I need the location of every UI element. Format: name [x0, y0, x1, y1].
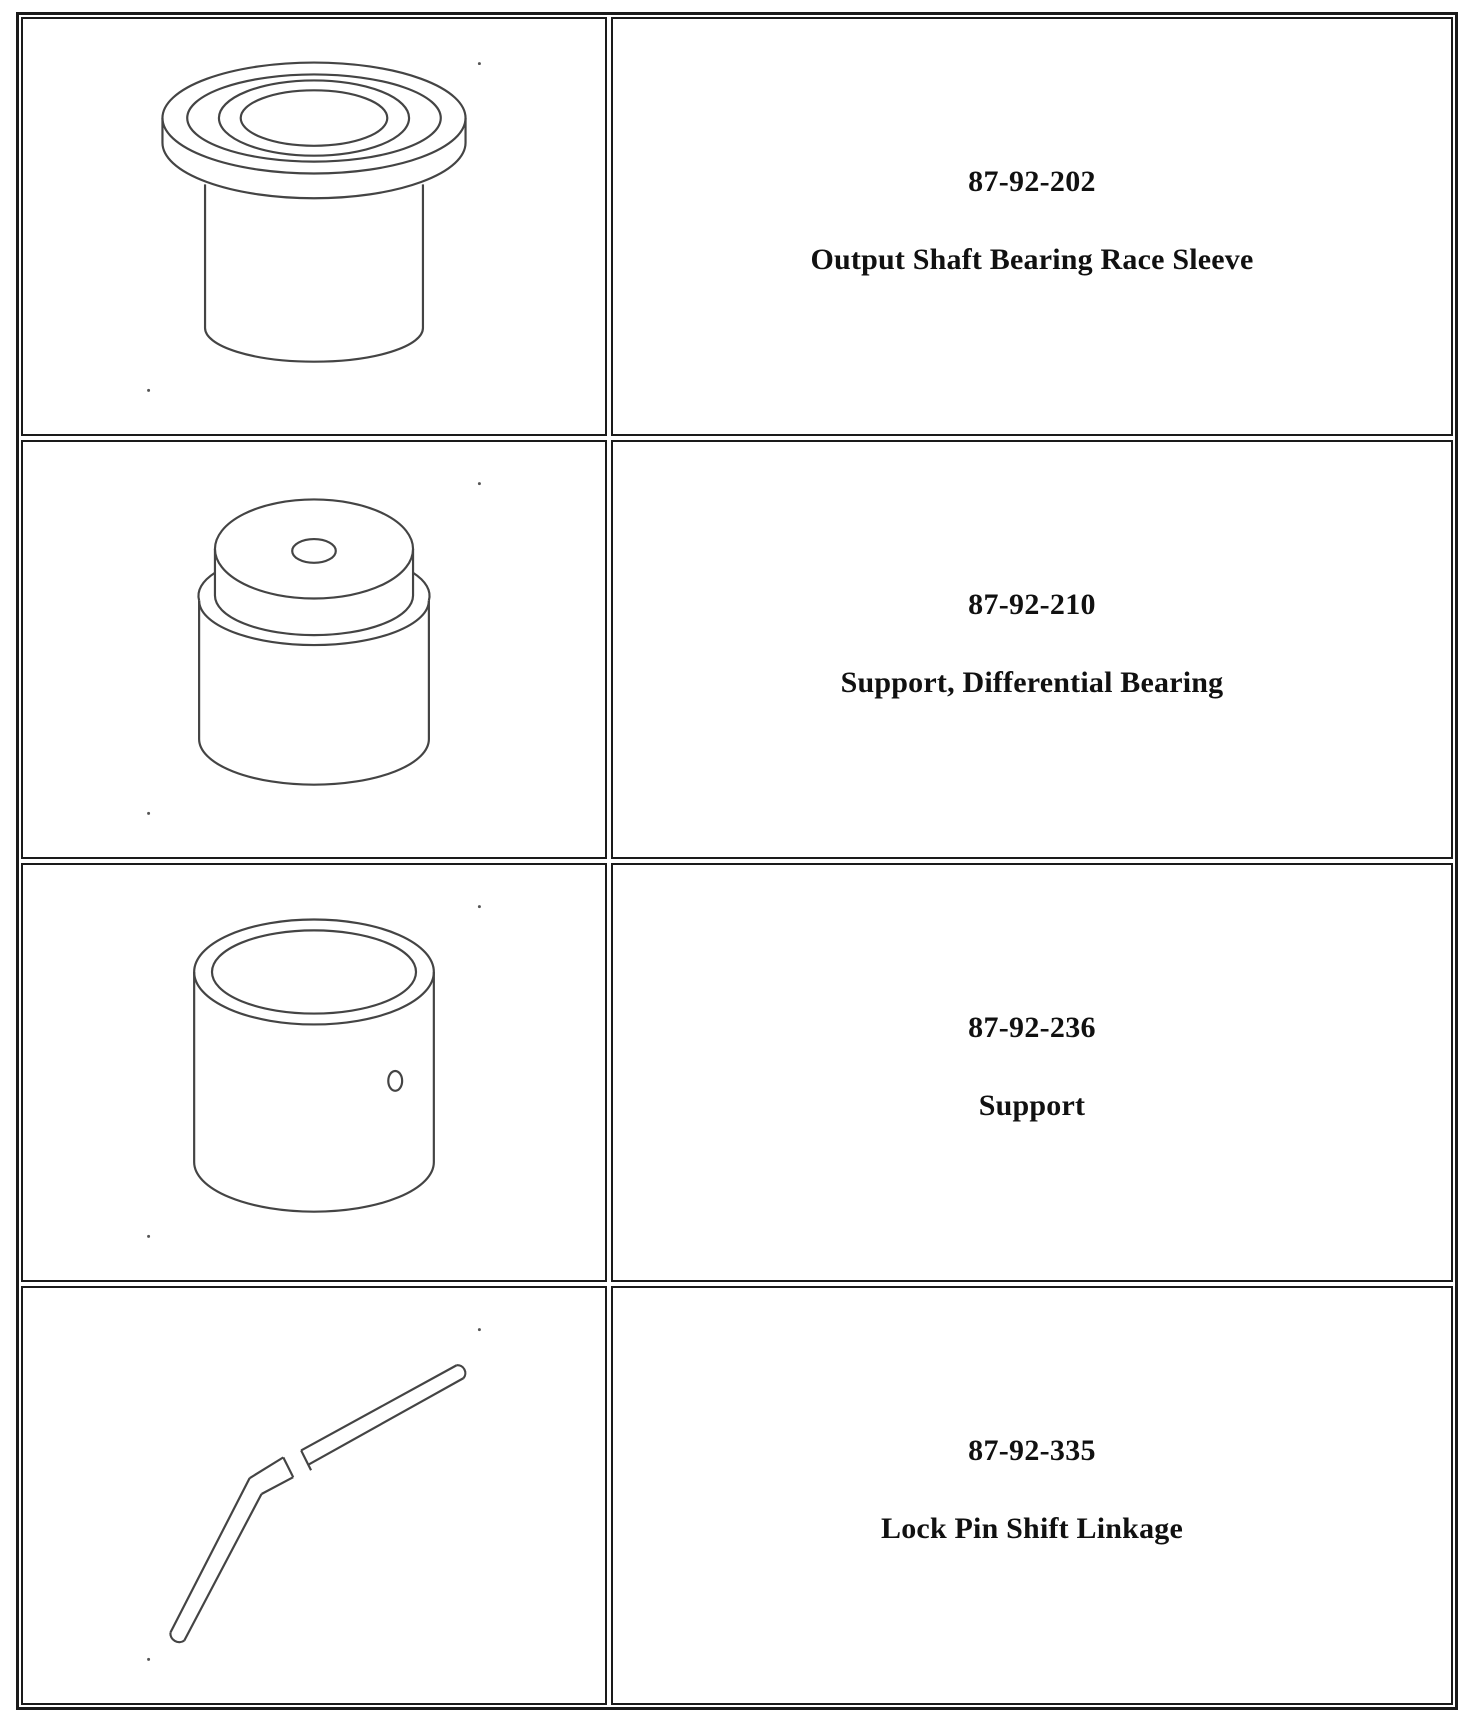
- table-row: 87-92-335 Lock Pin Shift Linkage: [21, 1286, 1453, 1705]
- tool-text-cell: 87-92-236 Support: [611, 863, 1453, 1282]
- tool-text-cell: 87-92-210 Support, Differential Bearing: [611, 440, 1453, 859]
- stepped-cylinder-icon: [147, 482, 481, 815]
- tool-number: 87-92-210: [968, 587, 1096, 621]
- tool-description: Support: [978, 1088, 1086, 1122]
- tool-number: 87-92-236: [968, 1010, 1096, 1044]
- tool-text-cell: 87-92-335 Lock Pin Shift Linkage: [611, 1286, 1453, 1705]
- tool-description: Lock Pin Shift Linkage: [881, 1511, 1183, 1545]
- special-tools-table: 87-92-202 Output Shaft Bearing Race Slee…: [16, 12, 1458, 1710]
- cup-cylinder-icon: [147, 905, 481, 1238]
- tool-text-cell: 87-92-202 Output Shaft Bearing Race Slee…: [611, 17, 1453, 436]
- table-row: 87-92-236 Support: [21, 863, 1453, 1282]
- bent-pin-icon: [147, 1328, 481, 1661]
- flanged-sleeve-icon: [147, 61, 481, 392]
- tool-image-cell: [21, 17, 607, 436]
- table-row: 87-92-202 Output Shaft Bearing Race Slee…: [21, 17, 1453, 436]
- tool-number: 87-92-202: [968, 164, 1096, 198]
- tool-number: 87-92-335: [968, 1433, 1096, 1467]
- tool-description: Support, Differential Bearing: [840, 665, 1224, 699]
- tool-image-cell: [21, 863, 607, 1282]
- tool-description: Output Shaft Bearing Race Sleeve: [810, 242, 1254, 276]
- table-row: 87-92-210 Support, Differential Bearing: [21, 440, 1453, 859]
- tool-image-cell: [21, 440, 607, 859]
- tool-image-cell: [21, 1286, 607, 1705]
